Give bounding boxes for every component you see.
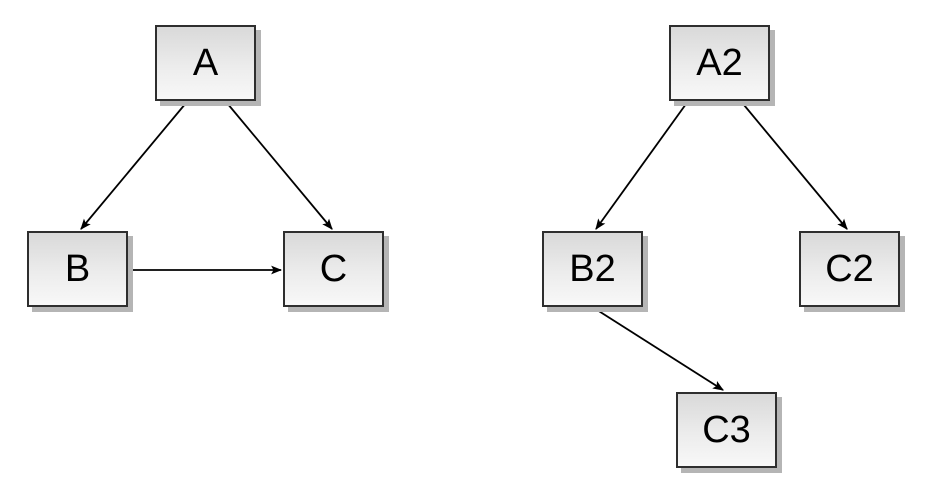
edge-B2-to-C3 xyxy=(593,307,724,391)
node-A-label: A xyxy=(192,42,219,84)
node-C3: C3 xyxy=(676,392,777,468)
node-B2: B2 xyxy=(542,231,643,307)
node-A2-label: A2 xyxy=(696,42,743,84)
node-C2: C2 xyxy=(799,231,900,307)
node-B: B xyxy=(27,231,128,307)
node-B2-label: B2 xyxy=(569,248,616,290)
node-A: A xyxy=(155,25,256,101)
edge-A-to-B xyxy=(80,102,187,230)
node-B-label: B xyxy=(64,248,91,290)
node-C2-label: C2 xyxy=(825,248,874,290)
node-C3-label: C3 xyxy=(702,409,751,451)
node-C: C xyxy=(283,231,384,307)
node-C-label: C xyxy=(319,248,348,290)
node-A2: A2 xyxy=(669,25,770,101)
edge-A2-to-C2 xyxy=(743,104,848,230)
edge-A-to-C xyxy=(226,102,333,230)
edge-A2-to-B2 xyxy=(595,103,687,230)
